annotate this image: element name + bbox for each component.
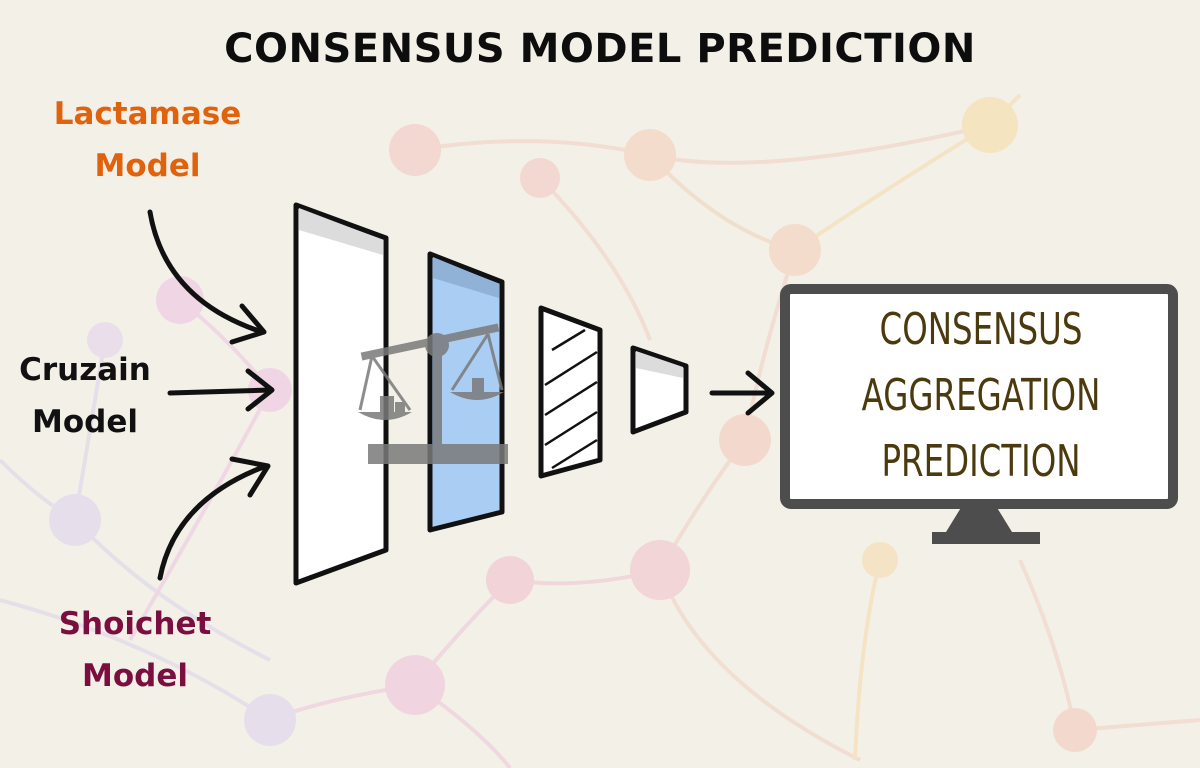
- arrow-shoichet: [157, 456, 271, 581]
- output-line2: AGGREGATION: [861, 370, 1101, 421]
- layer-1: [293, 202, 389, 586]
- output-line1: CONSENSUS: [879, 304, 1083, 355]
- layer-4: [630, 345, 689, 435]
- monitor-screen-text: CONSENSUS AGGREGATION PREDICTION: [824, 292, 1137, 500]
- page-title: CONSENSUS MODEL PREDICTION: [224, 26, 976, 72]
- lactamase-label-line2: Model: [94, 148, 201, 184]
- cruzain-label-line2: Model: [32, 404, 138, 440]
- input-label-lactamase: Lactamase Model: [30, 88, 265, 192]
- balance-scale-icon: [358, 323, 508, 464]
- input-arrows: [147, 209, 275, 581]
- shoichet-label-line2: Model: [82, 658, 188, 694]
- input-label-cruzain: Cruzain Model: [0, 344, 170, 448]
- input-label-shoichet: Shoichet Model: [45, 598, 225, 702]
- arrow-cruzain: [167, 368, 275, 412]
- arrow-lactamase: [147, 209, 267, 345]
- output-line3: PREDICTION: [881, 436, 1081, 487]
- lactamase-label-line1: Lactamase: [53, 96, 242, 132]
- cruzain-label-line1: Cruzain: [19, 352, 151, 388]
- shoichet-label-line1: Shoichet: [58, 606, 212, 642]
- layer-3: [538, 305, 603, 479]
- network-background: [0, 93, 1200, 768]
- output-arrow: [709, 370, 775, 416]
- monitor-icon: [780, 284, 1178, 544]
